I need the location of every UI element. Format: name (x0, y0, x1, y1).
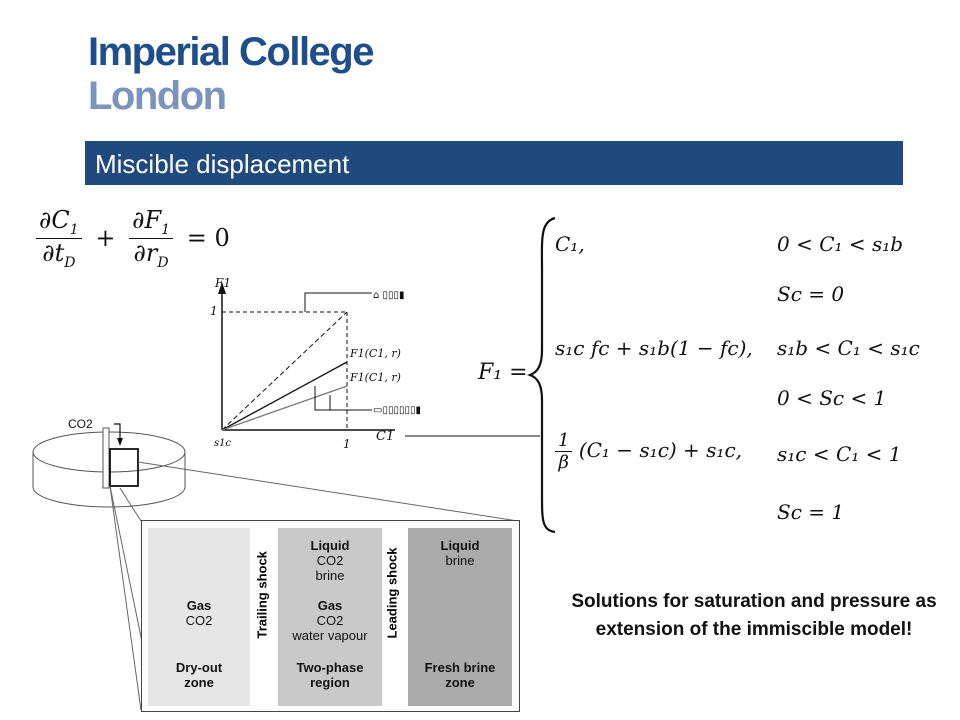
trailing-shock-label: Trailing shock (254, 551, 270, 639)
zoom-line-right (137, 461, 519, 522)
imperial-college-logo: Imperial College London (88, 30, 374, 118)
lower-leader (314, 386, 372, 411)
y-axis-arrow (218, 282, 226, 294)
injection-arrow (114, 423, 121, 440)
mid-label-lower: F1(C1, r) (349, 371, 401, 384)
flux-line-upper (221, 361, 348, 431)
case-expr-3: s₁c f𝑐 + s₁b(1 − f𝑐), (555, 336, 753, 360)
slide-title-bar: Miscible displacement (85, 141, 903, 185)
equals-zero: = 0 (186, 224, 230, 253)
case-cond-6: S𝑐 = 1 (777, 500, 845, 524)
upper-leader (304, 292, 372, 312)
case-expr-1: C₁, (555, 232, 585, 256)
case-cond-4: 0 < S𝑐 < 1 (777, 386, 887, 410)
mid-label-upper: F1(C1, r) (349, 347, 401, 360)
conservation-equation: ∂C1 ∂tD + ∂F1 ∂rD = 0 (36, 206, 236, 271)
origin-label: s1c (214, 438, 231, 449)
piecewise-lhs: F₁ = (478, 360, 528, 385)
diagonal-line (221, 311, 348, 431)
case-cond-5: s₁c < C₁ < 1 (777, 442, 902, 466)
y-tick-1: 1 (210, 304, 218, 318)
slide-title: Miscible displacement (95, 149, 350, 179)
zoom-line-left (109, 485, 142, 711)
reservoir-cylinder (32, 427, 186, 508)
conclusion-note: Solutions for saturation and pressure as… (571, 591, 937, 640)
x-axis-label: C1 (376, 429, 394, 444)
dF-dr-fraction: ∂F1 ∂rD (129, 206, 174, 271)
zoom-square (109, 448, 139, 487)
leading-shock-label: Leading shock (384, 547, 400, 639)
dC-dt-fraction: ∂C1 ∂tD (36, 206, 82, 271)
plus-sign: + (95, 224, 116, 253)
logo-line-1: Imperial College (88, 30, 374, 74)
y-axis-label: F1 (214, 276, 231, 290)
case-cond-2: S𝑐 = 0 (777, 282, 845, 306)
x-tick-1: 1 (343, 437, 351, 451)
co2-label: CO2 (68, 417, 93, 431)
case-cond-3: s₁b < C₁ < s₁c (777, 336, 920, 360)
case-cond-1: 0 < C₁ < s₁b (777, 232, 904, 256)
garbled-label-top: ⌂ ▯▯▯▮ (373, 290, 405, 301)
logo-line-2: London (88, 74, 227, 118)
svg-text:⌂ ▯▯▯▮: ⌂ ▯▯▯▮ (373, 290, 405, 301)
flux-line-lower (221, 385, 348, 431)
svg-text:▭▯▯▯▯▯▯▮: ▭▯▯▯▯▯▯▮ (373, 405, 421, 416)
garbled-label-bottom: ▭▯▯▯▯▯▯▮ (373, 405, 421, 416)
